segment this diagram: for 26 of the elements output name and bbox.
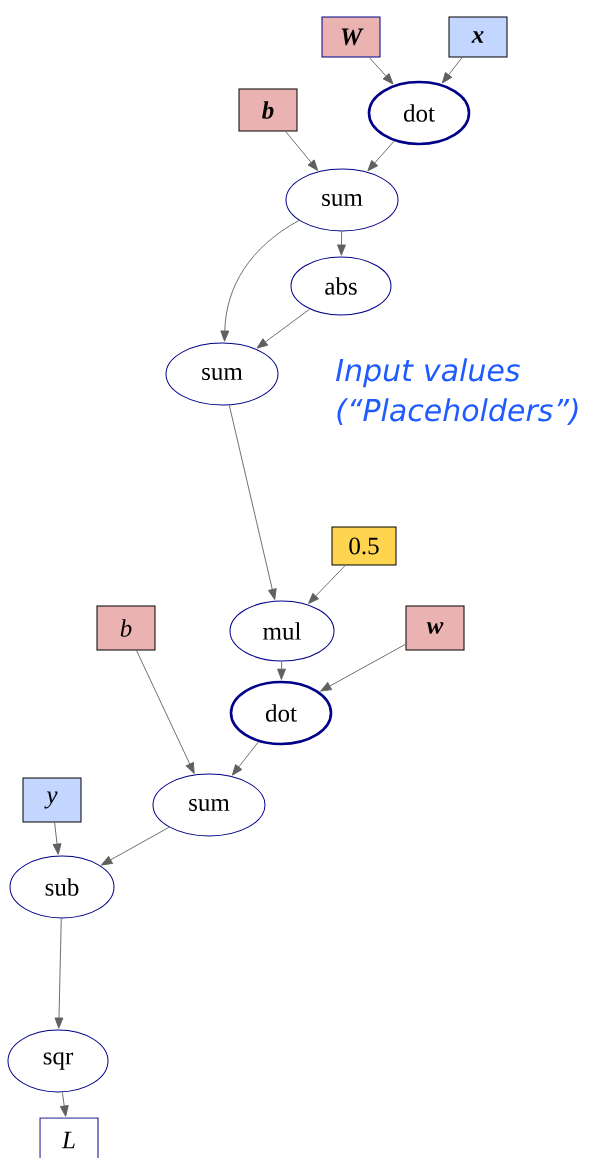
arrow	[368, 57, 394, 85]
input-box: L	[39, 1117, 99, 1158]
arrow	[308, 565, 346, 604]
input-box: y	[22, 777, 82, 823]
input-box: 0.5	[331, 526, 397, 566]
input-box: b	[238, 88, 298, 132]
arrow	[231, 741, 259, 776]
arrow	[285, 131, 319, 171]
arrow	[52, 822, 62, 855]
arrow	[256, 308, 311, 349]
arrow	[337, 231, 346, 256]
arrow	[59, 1091, 69, 1117]
arrow	[228, 404, 277, 600]
arrow	[320, 643, 406, 692]
arrow	[54, 918, 64, 1029]
arrow	[101, 826, 170, 866]
input-box: x	[448, 16, 508, 58]
arrow	[277, 661, 286, 680]
arrow	[441, 57, 463, 84]
arrow	[220, 220, 300, 342]
input-box: b	[96, 605, 156, 651]
input-box: w	[405, 605, 465, 651]
arrow	[367, 140, 395, 172]
annotation-text: Input values (“Placeholders”)	[336, 358, 578, 425]
arrow	[136, 650, 195, 774]
input-box: W	[321, 16, 381, 58]
